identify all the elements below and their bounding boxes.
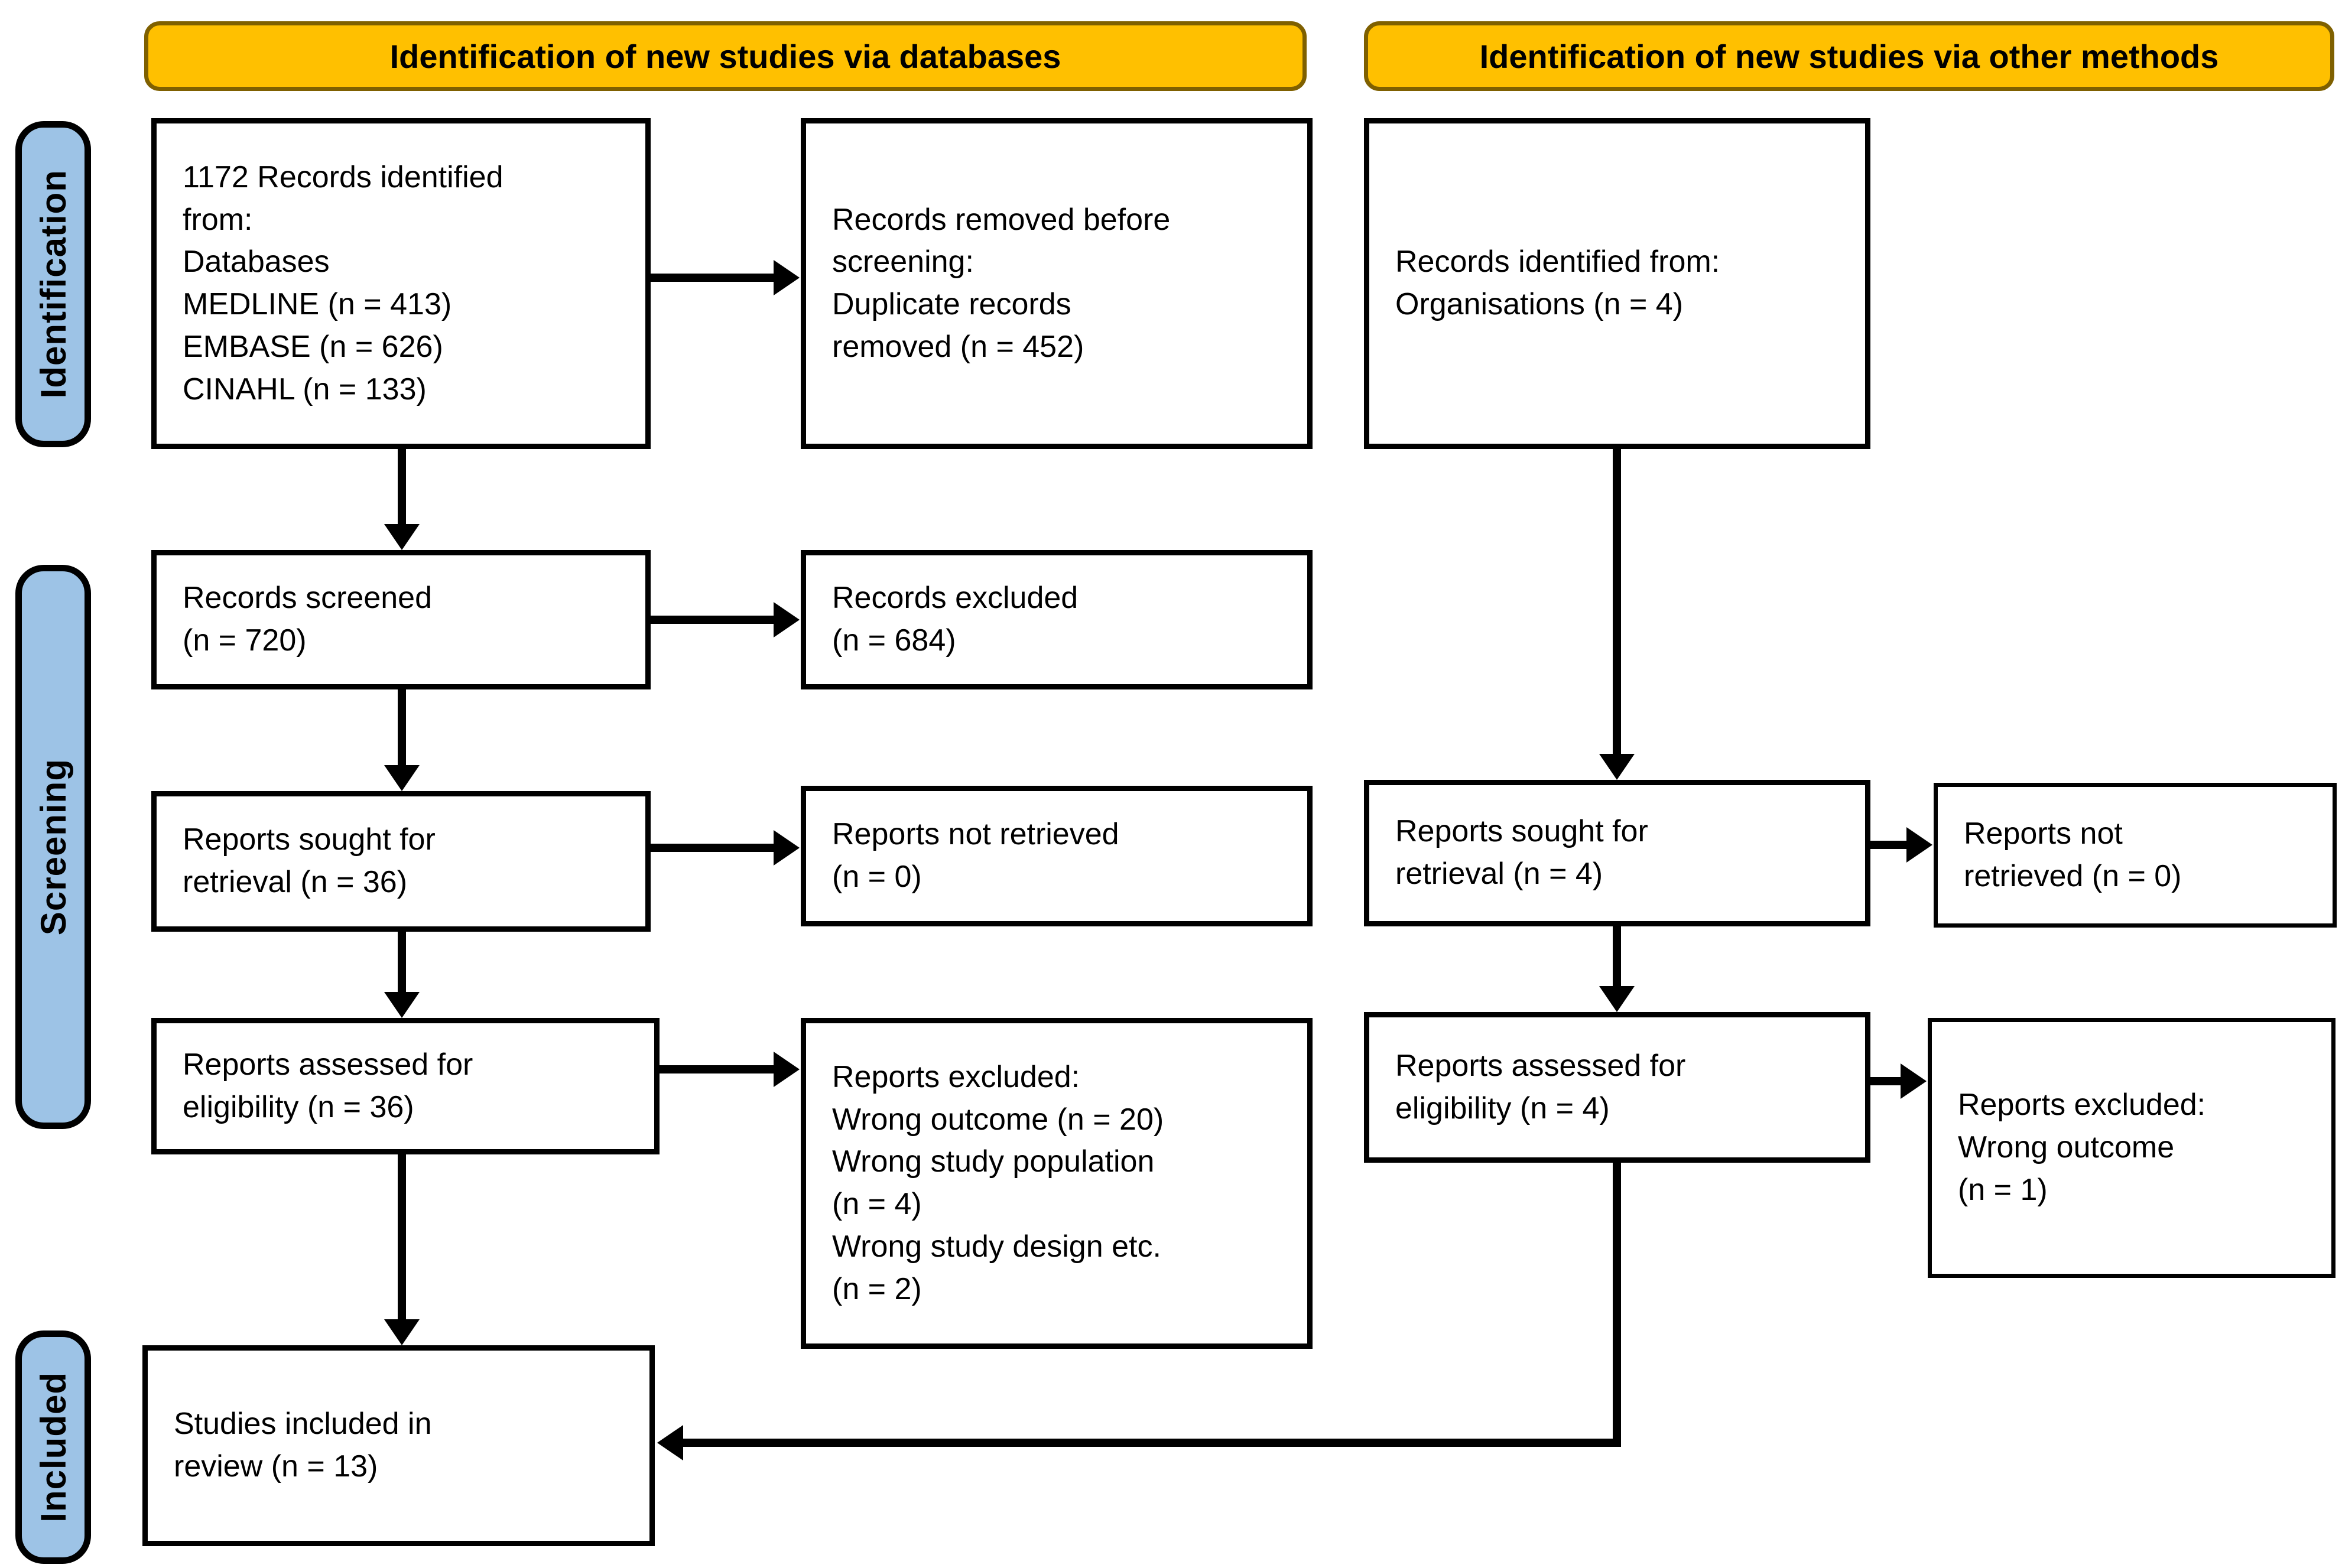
box-reports-assessed-db-text: Reports assessed for eligibility (n = 36…: [183, 1047, 473, 1124]
box-reports-not-retrieved-other-text: Reports not retrieved (n = 0): [1964, 816, 2182, 893]
connector-assessed-other-down: [1613, 1163, 1621, 1447]
box-reports-assessed-db: Reports assessed for eligibility (n = 36…: [151, 1018, 660, 1154]
box-records-screened-text: Records screened (n = 720): [183, 581, 432, 658]
box-studies-included-text: Studies included in review (n = 13): [174, 1407, 432, 1484]
stage-screening: Screening: [15, 565, 91, 1129]
stage-included: Included: [15, 1330, 91, 1564]
box-reports-excluded-other-text: Reports excluded: Wrong outcome (n = 1): [1958, 1088, 2206, 1207]
header-other-methods: Identification of new studies via other …: [1364, 21, 2334, 91]
arrow-identified-other-to-sought: [1613, 449, 1621, 755]
box-reports-sought-db: Reports sought for retrieval (n = 36): [151, 791, 651, 932]
arrow-identified-to-screened: [398, 449, 406, 525]
arrow-sought-other-to-not-retrieved: [1870, 841, 1908, 849]
box-records-excluded: Records excluded (n = 684): [801, 550, 1313, 689]
box-records-identified-other: Records identified from: Organisations (…: [1364, 118, 1870, 449]
box-reports-sought-other-text: Reports sought for retrieval (n = 4): [1395, 814, 1648, 891]
box-reports-sought-other: Reports sought for retrieval (n = 4): [1364, 780, 1870, 926]
box-reports-sought-db-text: Reports sought for retrieval (n = 36): [183, 822, 436, 899]
box-reports-excluded-db-text: Reports excluded: Wrong outcome (n = 20)…: [832, 1059, 1164, 1306]
stage-included-label: Included: [33, 1372, 73, 1523]
arrow-screened-to-excluded: [651, 616, 775, 624]
box-records-identified-databases-text: 1172 Records identified from: Databases …: [183, 160, 504, 406]
arrow-assessed-to-included: [398, 1154, 406, 1320]
arrow-identified-to-removed: [651, 274, 775, 282]
box-records-removed: Records removed before screening: Duplic…: [801, 118, 1313, 449]
box-records-screened: Records screened (n = 720): [151, 550, 651, 689]
arrow-screened-to-sought: [398, 689, 406, 766]
box-studies-included: Studies included in review (n = 13): [142, 1345, 655, 1546]
box-reports-assessed-other-text: Reports assessed for eligibility (n = 4): [1395, 1048, 1686, 1125]
arrow-sought-to-assessed: [398, 932, 406, 993]
box-records-identified-databases: 1172 Records identified from: Databases …: [151, 118, 651, 449]
box-reports-not-retrieved-other: Reports not retrieved (n = 0): [1934, 783, 2337, 928]
box-records-excluded-text: Records excluded (n = 684): [832, 581, 1079, 658]
box-reports-not-retrieved-db: Reports not retrieved (n = 0): [801, 786, 1313, 926]
arrow-other-to-studies-included: [682, 1439, 1621, 1447]
header-other-methods-label: Identification of new studies via other …: [1479, 37, 2219, 75]
box-reports-excluded-other: Reports excluded: Wrong outcome (n = 1): [1928, 1018, 2335, 1278]
box-reports-assessed-other: Reports assessed for eligibility (n = 4): [1364, 1012, 1870, 1163]
arrow-sought-other-to-assessed: [1613, 926, 1621, 987]
stage-identification-label: Identification: [33, 170, 73, 399]
stage-identification: Identification: [15, 121, 91, 447]
arrow-assessed-db-to-excluded: [660, 1065, 775, 1073]
box-records-identified-other-text: Records identified from: Organisations (…: [1395, 245, 1720, 321]
box-records-removed-text: Records removed before screening: Duplic…: [832, 202, 1171, 364]
arrow-assessed-other-to-excluded: [1870, 1077, 1902, 1085]
header-databases-label: Identification of new studies via databa…: [389, 37, 1061, 75]
box-reports-excluded-db: Reports excluded: Wrong outcome (n = 20)…: [801, 1018, 1313, 1349]
stage-screening-label: Screening: [33, 758, 73, 936]
arrow-sought-db-to-not-retrieved: [651, 844, 775, 852]
box-reports-not-retrieved-db-text: Reports not retrieved (n = 0): [832, 817, 1119, 894]
header-databases: Identification of new studies via databa…: [144, 21, 1307, 91]
